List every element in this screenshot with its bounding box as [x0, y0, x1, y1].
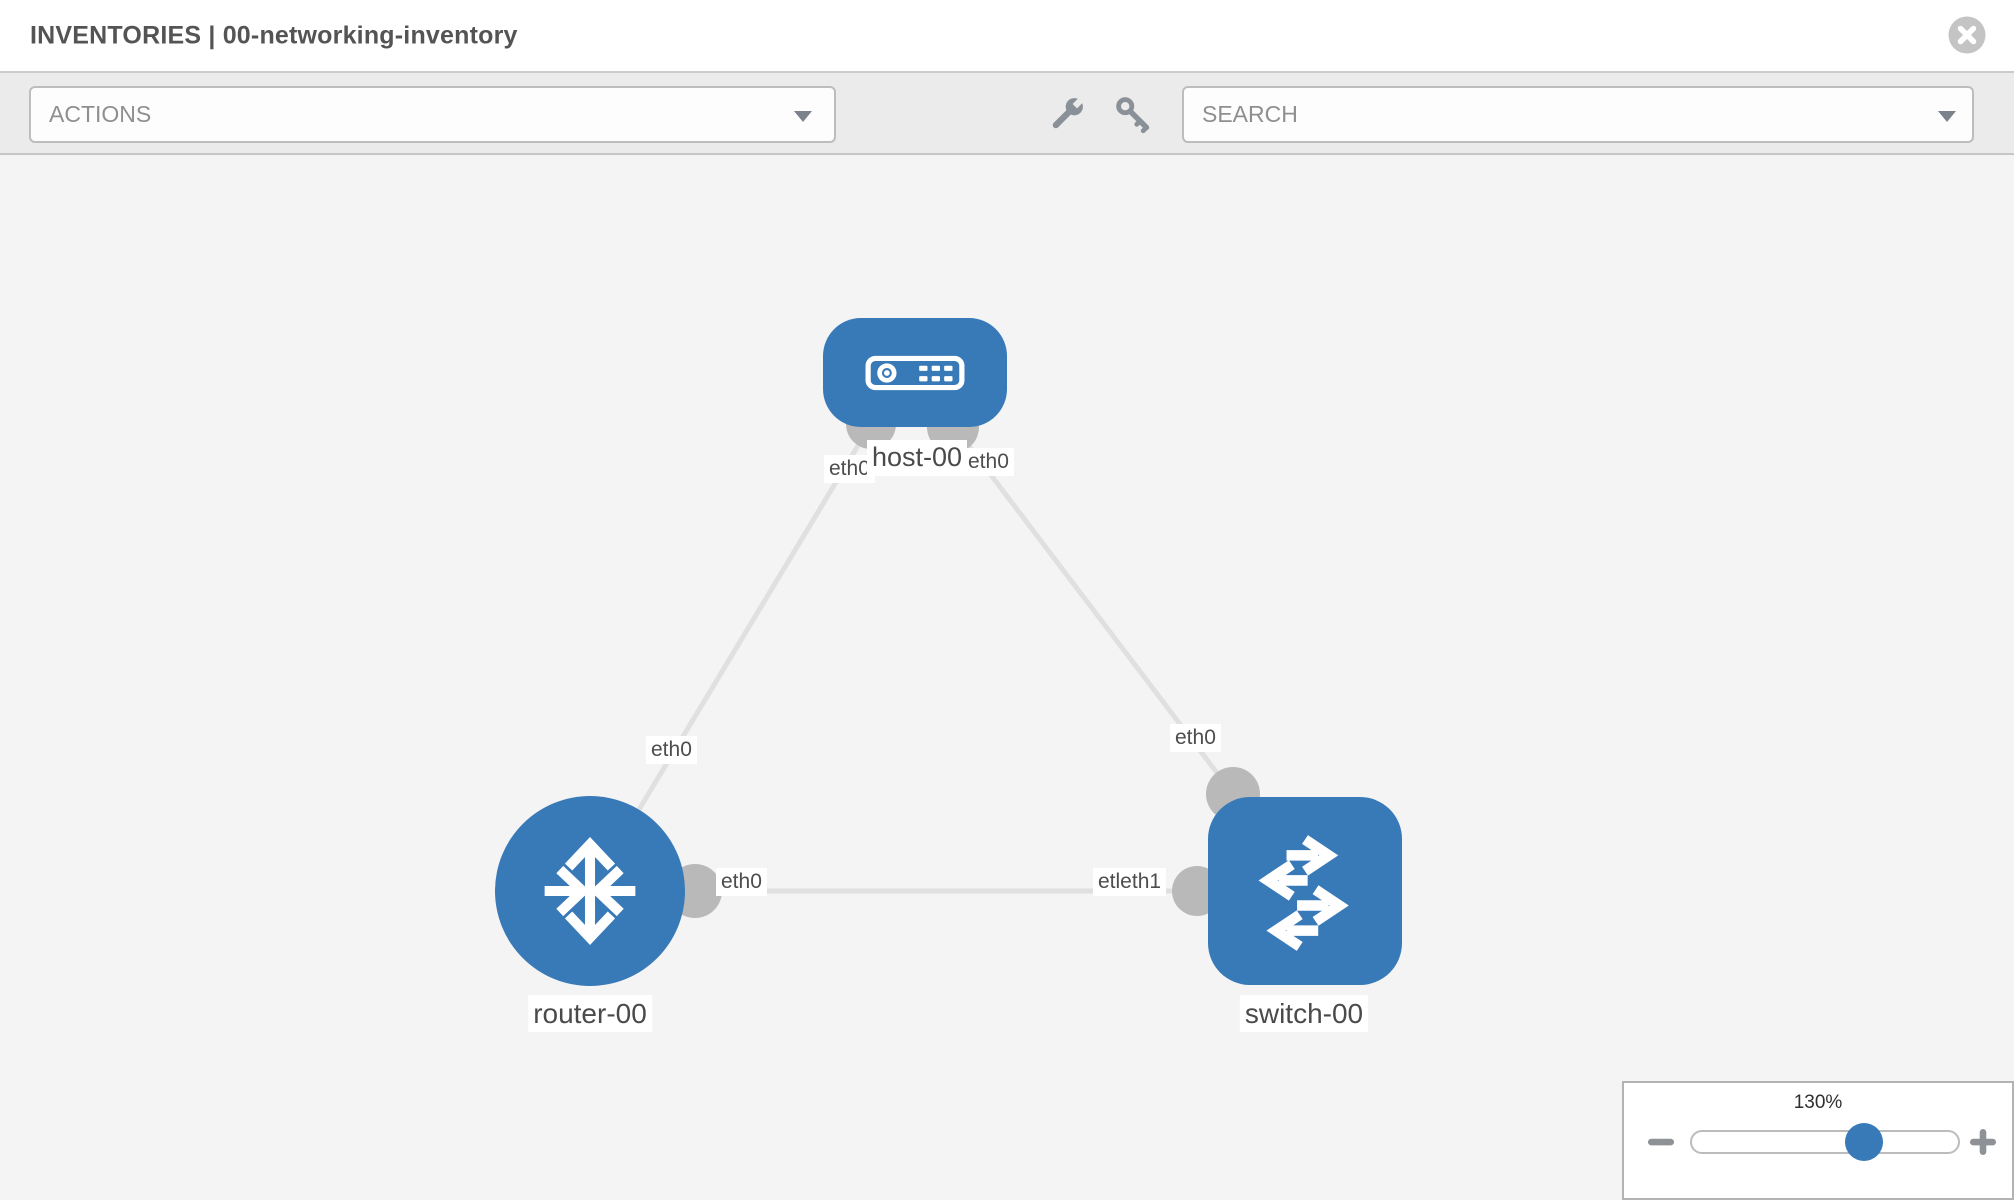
node-label-switch: switch-00 [1239, 995, 1369, 1032]
interface-label-router-eth0: eth0 [716, 868, 767, 897]
header: INVENTORIES | 00-networking-inventory [0, 0, 2014, 73]
chevron-down-icon [794, 111, 812, 122]
link-lines [587, 422, 1235, 894]
host-icon [865, 355, 965, 390]
toolbar: ACTIONS SEARCH [0, 73, 2014, 155]
node-host-00[interactable] [823, 318, 1007, 427]
search-dropdown-label: SEARCH [1202, 101, 1298, 127]
zoom-level-value: 130% [1793, 1092, 1843, 1113]
node-switch-00[interactable] [1208, 797, 1402, 985]
configure-button[interactable] [1044, 93, 1088, 137]
zoom-panel: 130% [1622, 1081, 2014, 1200]
interface-label-switch-overlap: etleth1 [1093, 868, 1167, 897]
port-circles [668, 399, 1260, 918]
zoom-in-button[interactable] [1969, 1128, 1997, 1161]
wrench-icon [1052, 95, 1086, 129]
interface-label-host-right: eth0 [963, 448, 1014, 477]
actions-dropdown[interactable]: ACTIONS [29, 86, 836, 143]
credentials-button[interactable] [1112, 93, 1156, 137]
zoom-out-button[interactable] [1647, 1128, 1675, 1161]
zoom-slider-thumb[interactable] [1845, 1123, 1883, 1161]
plus-icon [1970, 1129, 1996, 1155]
minus-icon [1648, 1138, 1674, 1146]
zoom-slider-track[interactable] [1690, 1130, 1960, 1154]
interface-label-host-left: eth0 [824, 455, 875, 484]
interface-label-link-host-switch: eth0 [1170, 724, 1221, 753]
switch-icon [1258, 835, 1349, 951]
key-icon [1116, 97, 1150, 134]
router-icon [544, 837, 636, 945]
chevron-down-icon [1938, 111, 1956, 122]
node-router-00[interactable] [495, 796, 685, 986]
close-button[interactable] [1948, 16, 1986, 54]
close-icon [1948, 16, 1986, 54]
node-label-host: host-00 [866, 440, 968, 476]
page-title: INVENTORIES | 00-networking-inventory [30, 21, 518, 49]
actions-dropdown-label: ACTIONS [49, 101, 152, 127]
node-label-router: router-00 [528, 995, 652, 1032]
search-dropdown[interactable]: SEARCH [1182, 86, 1974, 143]
interface-label-link-host-router: eth0 [646, 736, 697, 765]
